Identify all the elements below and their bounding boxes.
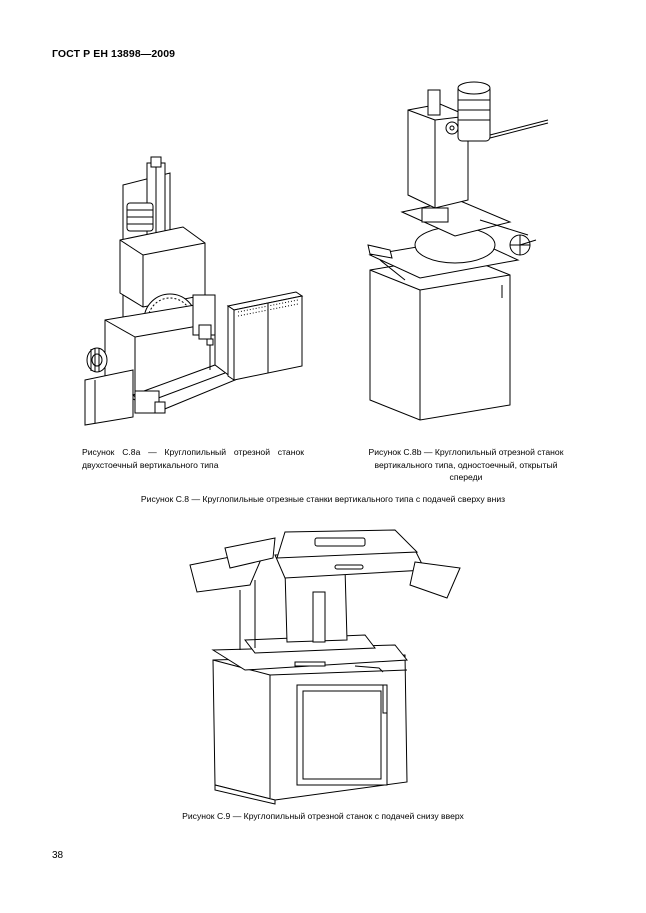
figure-c8b-caption: Рисунок С.8b — Круглопильный отрезной ст… (368, 447, 564, 482)
figure-c8-caption: Рисунок С.8 — Круглопильные отрезные ста… (140, 494, 506, 504)
figure-c9-illustration (185, 520, 465, 805)
figure-c8a-illustration (75, 155, 315, 430)
page-number: 38 (52, 850, 64, 861)
figure-c9-caption: Рисунок С.9 — Круглопильный отрезной ста… (182, 811, 464, 821)
figure-c8b-illustration (360, 80, 560, 430)
figure-c8a-caption: Рисунок С.8a — Круглопильный отрезной ст… (82, 447, 304, 470)
electrical-cabinet-illustration (226, 286, 306, 381)
document-header: ГОСТ Р ЕН 13898—2009 (52, 48, 176, 60)
